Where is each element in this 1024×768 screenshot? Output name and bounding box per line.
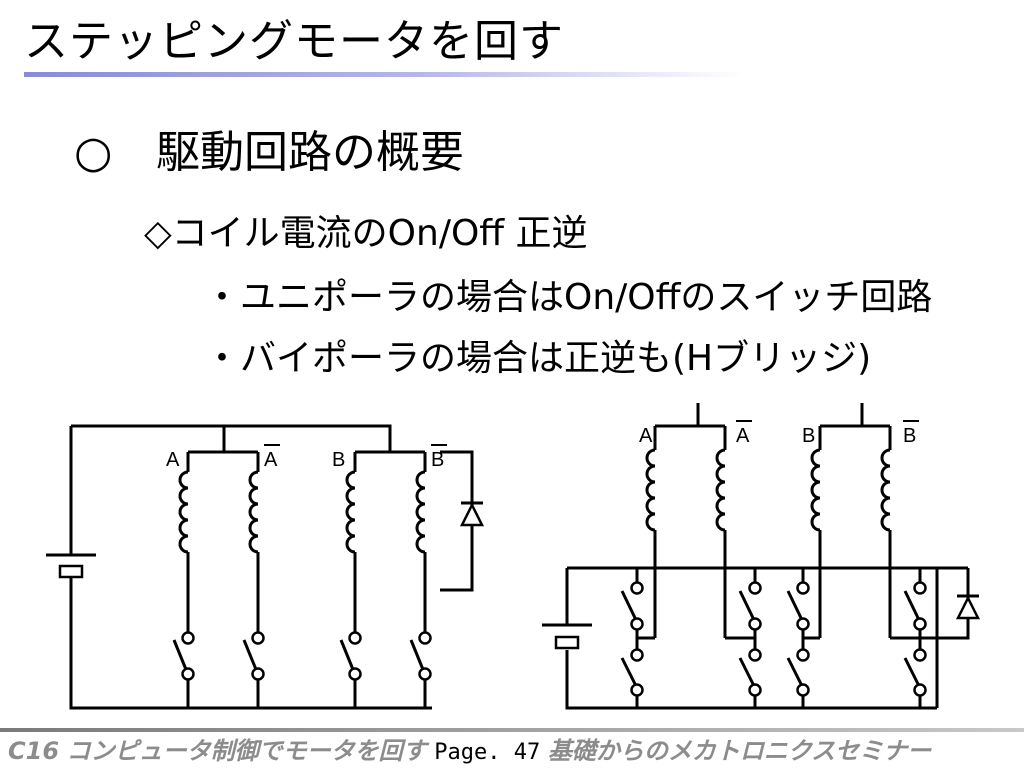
switch-row (172, 452, 432, 708)
bullet-item-unipolar: ・ユニポーラの場合はOn/Offのスイッチ回路 (204, 277, 933, 318)
circle-bullet-icon: ○ (74, 127, 113, 178)
coil-label-a-bar: A (736, 425, 750, 447)
coil-label-b-bar: B (431, 449, 444, 471)
slide-footer: C16 コンピュータ制御でモータを回す Page. 47 基礎からのメカトロニク… (8, 736, 931, 766)
slide-title: ステッピングモータを回す (24, 16, 564, 67)
bullet-item-bipolar: ・バイポーラの場合は正逆も(Hブリッジ) (204, 338, 872, 379)
coil-label-b: B (332, 449, 345, 471)
coil-label-a: A (166, 449, 180, 471)
footer-seminar-name: 基礎からのメカトロニクスセミナー (547, 737, 932, 765)
footer-course-title: コンピュータ制御でモータを回す (66, 737, 427, 765)
coil-label-b-bar: B (903, 425, 916, 447)
unipolar-circuit: A A B B (46, 424, 485, 710)
coil-label-b: B (802, 425, 815, 447)
diode-icon (459, 501, 485, 527)
section-heading-text: 駆動回路の概要 (156, 127, 464, 178)
footer-page-number: Page. 47 (434, 740, 541, 765)
coil-label-a: A (639, 425, 653, 447)
title-underline (24, 72, 744, 77)
subheading: ◇コイル電流のOn/Off 正逆 (144, 213, 588, 254)
footer-course-code: C16 (8, 737, 60, 765)
section-heading: ○ 駆動回路の概要 (74, 126, 464, 180)
footer-divider (0, 728, 1024, 732)
bipolar-circuit: A A B B (542, 403, 981, 710)
diode-icon (955, 594, 981, 620)
coil-label-a-bar: A (264, 449, 278, 471)
